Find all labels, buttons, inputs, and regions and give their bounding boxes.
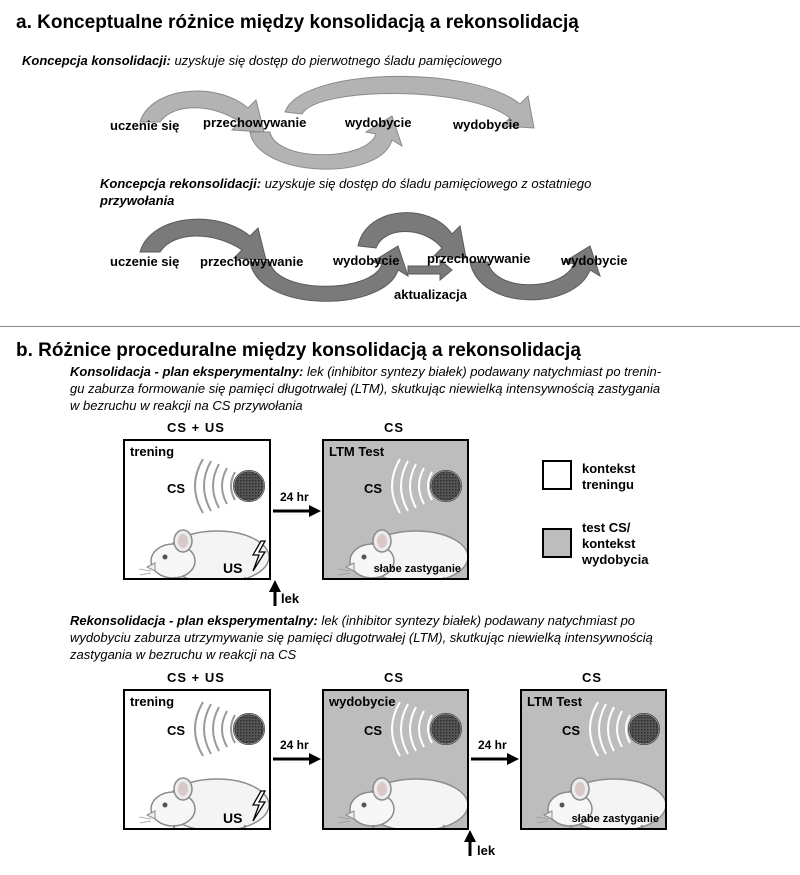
row2-stim-retrieval: CS	[384, 670, 405, 685]
row2-weak-freezing: słabe zastyganie	[571, 813, 659, 825]
arrow-storage-to-retrieval-2	[284, 75, 535, 129]
row2-retrieval-title: wydobycie	[329, 694, 396, 709]
consolidation-concept-label: Koncepcja konsolidacji:	[22, 53, 171, 68]
row1-training-cs: CS	[167, 481, 186, 496]
row2-retrieval-cs: CS	[364, 723, 383, 738]
speaker-icon	[430, 470, 462, 502]
speaker-icon	[430, 713, 462, 745]
row1-ltm-cs: CS	[364, 481, 383, 496]
row1-drug-arrow	[269, 580, 281, 606]
consolidation-arrows	[139, 75, 535, 170]
row2-training-box: trening CS US	[123, 689, 271, 830]
arrow-r-learning-to-storage	[139, 218, 267, 261]
legend-test-swatch	[542, 528, 572, 558]
recons-step-storage: przechowywanie	[200, 254, 304, 269]
row2-training-us: US	[223, 810, 243, 826]
section-divider	[0, 326, 800, 327]
reconsolidation-concept-label: Koncepcja rekonsolidacji:	[100, 176, 262, 191]
reconsolidation-arrows	[139, 212, 601, 302]
cons-step-storage: przechowywanie	[203, 115, 307, 130]
row1-training-box: trening CS US	[123, 439, 271, 580]
update-label: aktualizacja	[394, 287, 467, 302]
reconsolidation-concept-text: uzyskuje się dostęp do śladu pamięcioweg…	[261, 176, 592, 191]
arrow-r-update	[407, 258, 453, 282]
recons-step-retrieval: wydobycie	[333, 253, 400, 268]
consolidation-plan: Konsolidacja - plan eksperymentalny: lek…	[70, 363, 790, 414]
row1-training-us: US	[223, 560, 243, 576]
row1-stim-training: CS + US	[167, 420, 225, 435]
row1-delay-arrow	[273, 505, 321, 517]
cons-step-learning: uczenie się	[110, 118, 180, 133]
recons-step-retrieval-2: wydobycie	[561, 253, 628, 268]
rat-icon	[137, 528, 269, 578]
arrow-r-storage-to-retrieval	[249, 245, 409, 302]
legend-training-swatch	[542, 460, 572, 490]
consolidation-concept-text: uzyskuje się dostęp do pierwotnego śladu…	[170, 53, 502, 68]
arrow-storage-to-retrieval	[249, 115, 403, 170]
cons-plan-text-2: gu zaburza formowanie się pamięci długot…	[70, 381, 661, 396]
row1-delay: 24 hr	[280, 490, 309, 504]
recons-plan-text-3: zastygania w bezruchu w reakcji na CS	[70, 647, 297, 662]
recons-step-storage-2: przechowywanie	[427, 251, 531, 266]
cons-step-retrieval-2: wydobycie	[453, 117, 520, 132]
row2-delay-arrow-1	[273, 753, 321, 765]
row2-retrieval-box: wydobycie CS	[322, 689, 469, 830]
row2-ltm-cs: CS	[562, 723, 581, 738]
row2-ltm-box: LTM Test CS słabe zastyganie	[520, 689, 667, 830]
row2-delay-arrow-2	[471, 753, 519, 765]
cons-plan-label: Konsolidacja - plan eksperymentalny:	[70, 364, 304, 379]
speaker-icon	[233, 713, 265, 745]
legend-training-label: kontekst treningu	[582, 461, 636, 492]
row1-weak-freezing: słabe zastyganie	[373, 563, 461, 575]
speaker-icon	[233, 470, 265, 502]
row1-stim-test: CS	[384, 420, 405, 435]
row2-stim-training: CS + US	[167, 670, 225, 685]
consolidation-concept: Koncepcja konsolidacji: uzyskuje się dos…	[22, 52, 502, 69]
section-a-title: a. Konceptualne różnice między konsolida…	[16, 12, 579, 33]
row1-drug-label: lek	[281, 591, 300, 606]
arrow-learning-to-storage	[139, 90, 265, 133]
reconsolidation-plan: Rekonsolidacja - plan eksperymentalny: l…	[70, 612, 790, 663]
reconsolidation-concept: Koncepcja rekonsolidacji: uzyskuje się d…	[100, 175, 591, 209]
recons-plan-text-2: wydobyciu zaburza utrzymywanie się pamię…	[70, 630, 653, 645]
row2-ltm-title: LTM Test	[527, 694, 583, 709]
recons-plan-label: Rekonsolidacja - plan eksperymentalny:	[70, 613, 318, 628]
row2-drug-label: lek	[477, 843, 496, 858]
legend-test-label: test CS/ kontekst wydobycia	[582, 520, 649, 567]
row1-ltm-box: LTM Test CS słabe zastyganie	[322, 439, 469, 580]
arrow-r-storage-to-retrieval-2	[469, 245, 601, 301]
row1-training-title: trening	[130, 444, 175, 459]
row2-drug-arrow	[464, 830, 476, 856]
cons-step-retrieval: wydobycie	[345, 115, 412, 130]
row2-training-title: trening	[130, 694, 175, 709]
section-b-title: b. Różnice proceduralne między konsolida…	[16, 340, 581, 361]
arrow-r-retrieval-to-storage	[357, 212, 467, 259]
row2-stim-test: CS	[582, 670, 603, 685]
row2-delay-1: 24 hr	[280, 738, 309, 752]
reconsolidation-concept-text-2: przywołania	[100, 193, 175, 208]
cons-plan-text-3: w bezruchu w reakcji na CS przywołania	[70, 398, 303, 413]
row2-delay-2: 24 hr	[478, 738, 507, 752]
speaker-icon	[628, 713, 660, 745]
row1-ltm-title: LTM Test	[329, 444, 385, 459]
recons-plan-text-1: lek (inhibitor syntezy białek) podawany …	[317, 613, 636, 628]
row2-training-cs: CS	[167, 723, 186, 738]
cons-plan-text-1: lek (inhibitor syntezy białek) podawany …	[303, 364, 662, 379]
rat-icon	[137, 776, 269, 828]
rat-icon	[336, 776, 467, 828]
recons-step-learning: uczenie się	[110, 254, 180, 269]
